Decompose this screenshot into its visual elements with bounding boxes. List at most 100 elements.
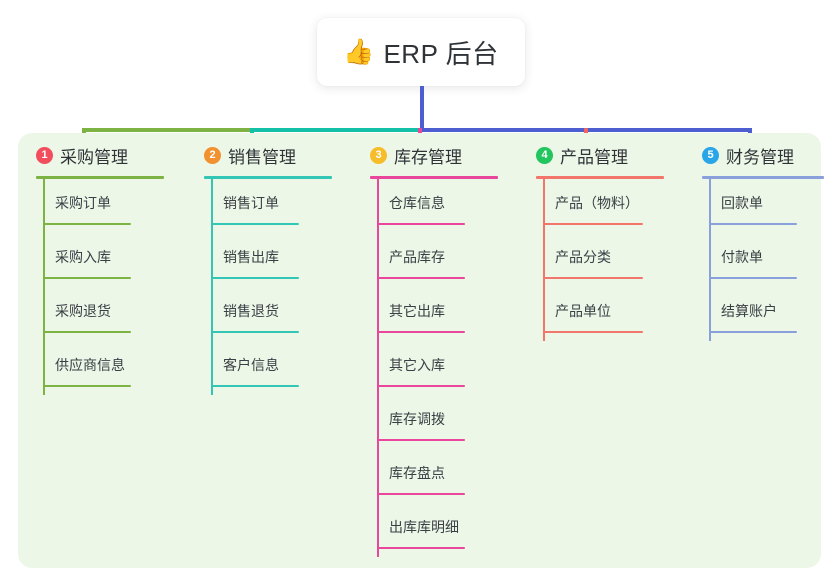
leaf-item[interactable]: 销售订单 bbox=[186, 179, 346, 233]
leaf-item[interactable]: 结算账户 bbox=[684, 287, 824, 341]
leaf-item[interactable]: 采购退货 bbox=[18, 287, 178, 341]
leaf-item-underline bbox=[377, 385, 465, 387]
root-node-card[interactable]: 👍 ERP 后台 bbox=[317, 18, 525, 86]
leaf-item-underline bbox=[43, 277, 131, 279]
leaf-item-label: 其它入库 bbox=[389, 357, 445, 373]
branch-underline bbox=[204, 176, 332, 179]
branch-header-1[interactable]: 1 采购管理 bbox=[18, 141, 178, 169]
leaf-item-label: 采购入库 bbox=[55, 249, 111, 265]
branch-column-4: 4 产品管理产品（物料） 产品分类产品单位 bbox=[518, 141, 683, 341]
leaf-item-label: 采购退货 bbox=[55, 303, 111, 319]
mindmap-panel bbox=[18, 133, 821, 568]
leaf-item-underline bbox=[211, 385, 299, 387]
branch-title: 采购管理 bbox=[60, 147, 128, 167]
branch-underline bbox=[370, 176, 498, 179]
branch-item-list: 回款单付款单结算账户 bbox=[684, 179, 824, 341]
leaf-item-underline bbox=[709, 277, 797, 279]
branch-title: 产品管理 bbox=[560, 147, 628, 167]
leaf-item[interactable]: 库存盘点 bbox=[352, 449, 512, 503]
leaf-item-label: 回款单 bbox=[721, 195, 763, 211]
leaf-item-underline bbox=[543, 331, 643, 333]
leaf-item-underline bbox=[43, 331, 131, 333]
branch-title: 库存管理 bbox=[394, 147, 462, 167]
leaf-item-label: 客户信息 bbox=[223, 357, 279, 373]
leaf-item-label: 结算账户 bbox=[721, 303, 777, 319]
leaf-item[interactable]: 客户信息 bbox=[186, 341, 346, 395]
branch-trunk-line bbox=[43, 179, 45, 395]
leaf-item[interactable]: 产品单位 bbox=[518, 287, 683, 341]
branch-underline bbox=[536, 176, 664, 179]
leaf-item-underline bbox=[377, 223, 465, 225]
branch-underline bbox=[702, 176, 824, 179]
connector-bus-green bbox=[82, 128, 254, 132]
root-node-title: ERP 后台 bbox=[383, 38, 499, 69]
leaf-item[interactable]: 库存调拨 bbox=[352, 395, 512, 449]
leaf-item-label: 销售出库 bbox=[223, 249, 279, 265]
leaf-item-underline bbox=[377, 277, 465, 279]
branch-number-badge: 1 bbox=[36, 146, 53, 164]
leaf-item-label: 产品分类 bbox=[555, 249, 611, 265]
leaf-item-underline bbox=[377, 439, 465, 441]
leaf-item-underline bbox=[211, 223, 299, 225]
leaf-item-underline bbox=[709, 331, 797, 333]
leaf-item[interactable]: 回款单 bbox=[684, 179, 824, 233]
leaf-item[interactable]: 其它入库 bbox=[352, 341, 512, 395]
branch-column-1: 1 采购管理采购订单采购入库采购退货供应商信息 bbox=[18, 141, 178, 395]
leaf-item[interactable]: 销售出库 bbox=[186, 233, 346, 287]
branch-header-4[interactable]: 4 产品管理 bbox=[518, 141, 683, 169]
leaf-item[interactable]: 产品库存 bbox=[352, 233, 512, 287]
leaf-item-label: 库存调拨 bbox=[389, 411, 445, 427]
branch-number-badge: 5 bbox=[702, 146, 719, 164]
leaf-item-label: 采购订单 bbox=[55, 195, 111, 211]
leaf-item-underline bbox=[43, 385, 131, 387]
connector-bus-teal bbox=[250, 128, 422, 132]
branch-column-2: 2 销售管理销售订单销售出库销售退货客户信息 bbox=[186, 141, 346, 395]
branch-header-3[interactable]: 3 库存管理 bbox=[352, 141, 512, 169]
branch-number-badge: 2 bbox=[204, 146, 221, 164]
leaf-item-underline bbox=[543, 277, 643, 279]
leaf-item-label: 产品（物料） bbox=[555, 195, 639, 211]
leaf-item-underline bbox=[543, 223, 643, 225]
branch-header-2[interactable]: 2 销售管理 bbox=[186, 141, 346, 169]
leaf-item-label: 供应商信息 bbox=[55, 357, 125, 373]
leaf-item-underline bbox=[709, 223, 797, 225]
leaf-item-label: 产品单位 bbox=[555, 303, 611, 319]
leaf-item[interactable]: 出库库明细 bbox=[352, 503, 512, 557]
leaf-item-label: 销售订单 bbox=[223, 195, 279, 211]
leaf-item-underline bbox=[43, 223, 131, 225]
leaf-item-underline bbox=[377, 547, 465, 549]
root-node-content: 👍 ERP 后台 bbox=[343, 34, 498, 71]
branch-number-badge: 4 bbox=[536, 146, 553, 164]
leaf-item[interactable]: 采购入库 bbox=[18, 233, 178, 287]
branch-trunk-line bbox=[709, 179, 711, 341]
leaf-item-underline bbox=[211, 277, 299, 279]
leaf-item[interactable]: 销售退货 bbox=[186, 287, 346, 341]
leaf-item-label: 其它出库 bbox=[389, 303, 445, 319]
branch-item-list: 产品（物料） 产品分类产品单位 bbox=[518, 179, 683, 341]
leaf-item-label: 产品库存 bbox=[389, 249, 445, 265]
branch-underline bbox=[36, 176, 164, 179]
leaf-item[interactable]: 付款单 bbox=[684, 233, 824, 287]
connector-stem bbox=[420, 86, 424, 131]
leaf-item[interactable]: 产品（物料） bbox=[518, 179, 683, 233]
leaf-item-label: 库存盘点 bbox=[389, 465, 445, 481]
leaf-item[interactable]: 供应商信息 bbox=[18, 341, 178, 395]
leaf-item-label: 付款单 bbox=[721, 249, 763, 265]
leaf-item-underline bbox=[377, 331, 465, 333]
branch-title: 销售管理 bbox=[228, 147, 296, 167]
branch-trunk-line bbox=[211, 179, 213, 395]
leaf-item-underline bbox=[377, 493, 465, 495]
branch-trunk-line bbox=[543, 179, 545, 341]
leaf-item[interactable]: 其它出库 bbox=[352, 287, 512, 341]
leaf-item-label: 销售退货 bbox=[223, 303, 279, 319]
branch-trunk-line bbox=[377, 179, 379, 557]
leaf-item[interactable]: 产品分类 bbox=[518, 233, 683, 287]
leaf-item[interactable]: 仓库信息 bbox=[352, 179, 512, 233]
thumbs-up-icon: 👍 bbox=[343, 37, 375, 66]
branch-item-list: 仓库信息产品库存其它出库其它入库库存调拨库存盘点出库库明细 bbox=[352, 179, 512, 557]
leaf-item[interactable]: 采购订单 bbox=[18, 179, 178, 233]
branch-number-badge: 3 bbox=[370, 146, 387, 164]
